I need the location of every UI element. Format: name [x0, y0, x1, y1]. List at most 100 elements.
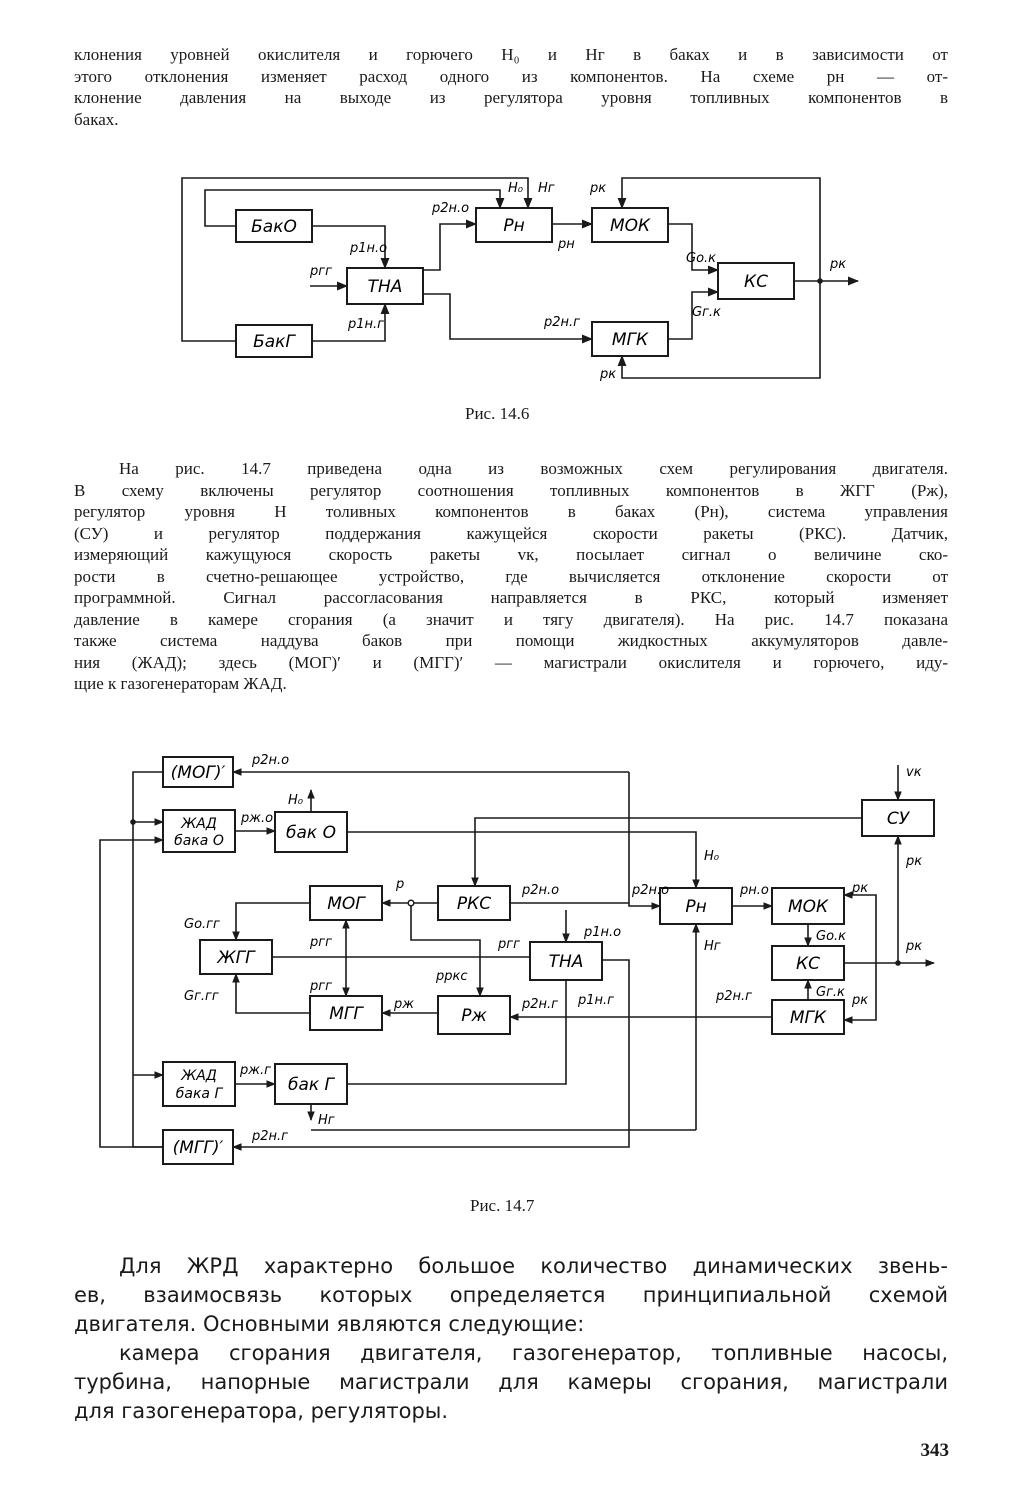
top-paragraph: клонения уровней окислителя и горючего H… — [74, 44, 948, 130]
line-mok-to-ks — [668, 223, 720, 275]
label-pk-mgk: pк — [851, 993, 868, 1008]
line-tna-to-pn — [423, 219, 478, 271]
label-p2no-mid: p2н.о — [521, 883, 559, 898]
text-line: клонение давления на выходе из регулятор… — [74, 88, 948, 107]
junction-dot — [895, 960, 901, 966]
block-bak-g-label: бак Г — [288, 1075, 336, 1095]
label-pgg: pгг — [309, 264, 332, 279]
label-p2ng: p2н.г — [543, 315, 580, 330]
text-line: двигателя. Основными являются следующие: — [74, 1312, 585, 1336]
block-mok-label: МОК — [788, 897, 829, 917]
figure-14-6-caption: Рис. 14.6 — [465, 404, 530, 423]
label-hg2: Hг — [318, 1113, 335, 1128]
label-pk-su: pк — [905, 854, 922, 869]
junction-open — [407, 899, 415, 907]
label-p1ng: p1н.г — [577, 993, 614, 1008]
text-line: этого отклонения изменяет расход одного … — [74, 66, 948, 86]
block-mgk-label: МГК — [612, 330, 649, 350]
line-pk-to-mgk — [617, 281, 821, 379]
label-pn: pн — [557, 237, 575, 252]
line-mog-to-zhgg — [232, 902, 310, 941]
text-line: щие к газогенераторам ЖАД. — [74, 674, 287, 693]
text-line: регулятор уровня H толивных компонентов … — [74, 502, 948, 521]
label-gok: Gо.к — [686, 251, 716, 266]
line-pk-to-mgk — [843, 963, 877, 1024]
label-vk: vк — [906, 765, 922, 780]
label-ggk: Gг.к — [692, 305, 721, 320]
label-pk-mok: pк — [851, 881, 868, 896]
text-line: давление в камере сгорания (а значит и т… — [74, 609, 948, 629]
block-bak-g-label: БакГ — [253, 332, 296, 352]
block-tna-label: ТНА — [368, 277, 403, 297]
text-line: также система наддува баков при помощи ж… — [74, 631, 948, 650]
text-line: турбина, напорные магистрали для камеры … — [74, 1370, 948, 1394]
label-hg: Hг — [704, 939, 721, 954]
label-p2ng-mid: p2н.г — [521, 997, 558, 1012]
line-hg-feedback — [181, 177, 533, 342]
label-pgg-2: pгг — [497, 937, 520, 952]
block-mgk-label: МГК — [790, 1008, 827, 1028]
block-zhad-g-label-2: бака Г — [176, 1086, 224, 1102]
label-p1no: p1н.о — [583, 925, 621, 940]
line-pk-to-mok — [617, 177, 821, 281]
block-p-n-label: Pн — [503, 216, 524, 236]
line-bak-g-to-tna — [347, 1017, 567, 1085]
text-line: для газогенератора, регуляторы. — [74, 1399, 449, 1423]
label-h0-b: H₀ — [704, 849, 720, 864]
label-h0-a: H₀ — [288, 793, 304, 808]
text-line: В схему включены регулятор соотношения т… — [74, 480, 948, 500]
block-p-n-label: Pн — [685, 897, 706, 917]
figure-14-7-caption: Рис. 14.7 — [470, 1196, 535, 1215]
line-left-loop — [99, 836, 164, 1148]
block-p-zh-label: Pж — [461, 1006, 487, 1026]
text-line: На рис. 14.7 приведена одна из возможных… — [119, 459, 948, 478]
block-zhad-g-label-1: ЖАД — [180, 1068, 217, 1084]
label-p2ng-bot: p2н.г — [251, 1129, 288, 1144]
block-zhad-o-label-2: бака О — [174, 833, 224, 849]
block-mog-label: МОГ — [327, 894, 366, 914]
block-mok-label: МОК — [610, 216, 651, 236]
line-p2no-to-pn — [628, 772, 661, 910]
label-prks: pркс — [435, 969, 468, 984]
figure-14-7-diagram: (МОГ)′ ЖАД бака О бак О СУ МОГ РКС Pн МО… — [99, 753, 935, 1165]
label-pzho: pж.о — [240, 811, 273, 826]
middle-paragraph: На рис. 14.7 приведена одна из возможных… — [74, 458, 948, 695]
block-bak-o-label: бак О — [286, 823, 336, 843]
line-pk-to-mok — [843, 891, 877, 963]
line-p2ng-to-mgg-prime — [232, 959, 630, 1151]
label-h0: H₀ — [508, 181, 524, 196]
block-tna-label: ТНА — [549, 952, 584, 972]
block-rks-label: РКС — [457, 894, 491, 914]
label-pgg-1: pгг — [309, 935, 332, 950]
line-mgk-to-ks — [668, 287, 720, 340]
block-ks-label: КС — [796, 954, 820, 974]
line-tna-to-mgk — [423, 293, 594, 344]
line-left-bus — [132, 771, 163, 1148]
text-line: ев, взаимосвязь которых определяется при… — [74, 1283, 948, 1307]
line-mgg-to-zhgg — [232, 973, 310, 1014]
text-line: Для ЖРД характерно большое количество ди… — [119, 1254, 948, 1278]
block-mog-prime-label: (МОГ)′ — [171, 763, 226, 783]
block-ks-label: КС — [744, 272, 768, 292]
block-zhgg-label: ЖГГ — [216, 948, 256, 968]
text-line: измеряющий кажущуюся скорость ракеты vк,… — [74, 545, 948, 564]
label-ggk: Gг.к — [816, 985, 845, 1000]
label-p1ng: p1н.г — [347, 317, 384, 332]
label-pk-out: pк — [829, 257, 846, 272]
bottom-paragraph: Для ЖРД характерно большое количество ди… — [74, 1252, 948, 1426]
text-line: программной. Сигнал рассогласования напр… — [74, 588, 948, 607]
label-p2no: p2н.о — [431, 201, 469, 216]
block-su-label: СУ — [887, 809, 911, 829]
label-p2no-pn: p2н.о — [631, 883, 669, 898]
text-line: (СУ) и регулятор поддержания кажущейся с… — [74, 523, 948, 543]
label-pno: pн.о — [739, 883, 769, 898]
block-mgg-label: МГГ — [329, 1004, 364, 1024]
line-su-to-rks — [471, 817, 862, 887]
label-p2no-top: p2н.о — [251, 753, 289, 768]
block-bak-o-label: БакО — [251, 217, 297, 237]
block-zhad-o-label-1: ЖАД — [180, 816, 217, 832]
label-p: p — [395, 877, 404, 892]
label-p2ng-r: p2н.г — [715, 989, 752, 1004]
label-hg: Hг — [538, 181, 555, 196]
